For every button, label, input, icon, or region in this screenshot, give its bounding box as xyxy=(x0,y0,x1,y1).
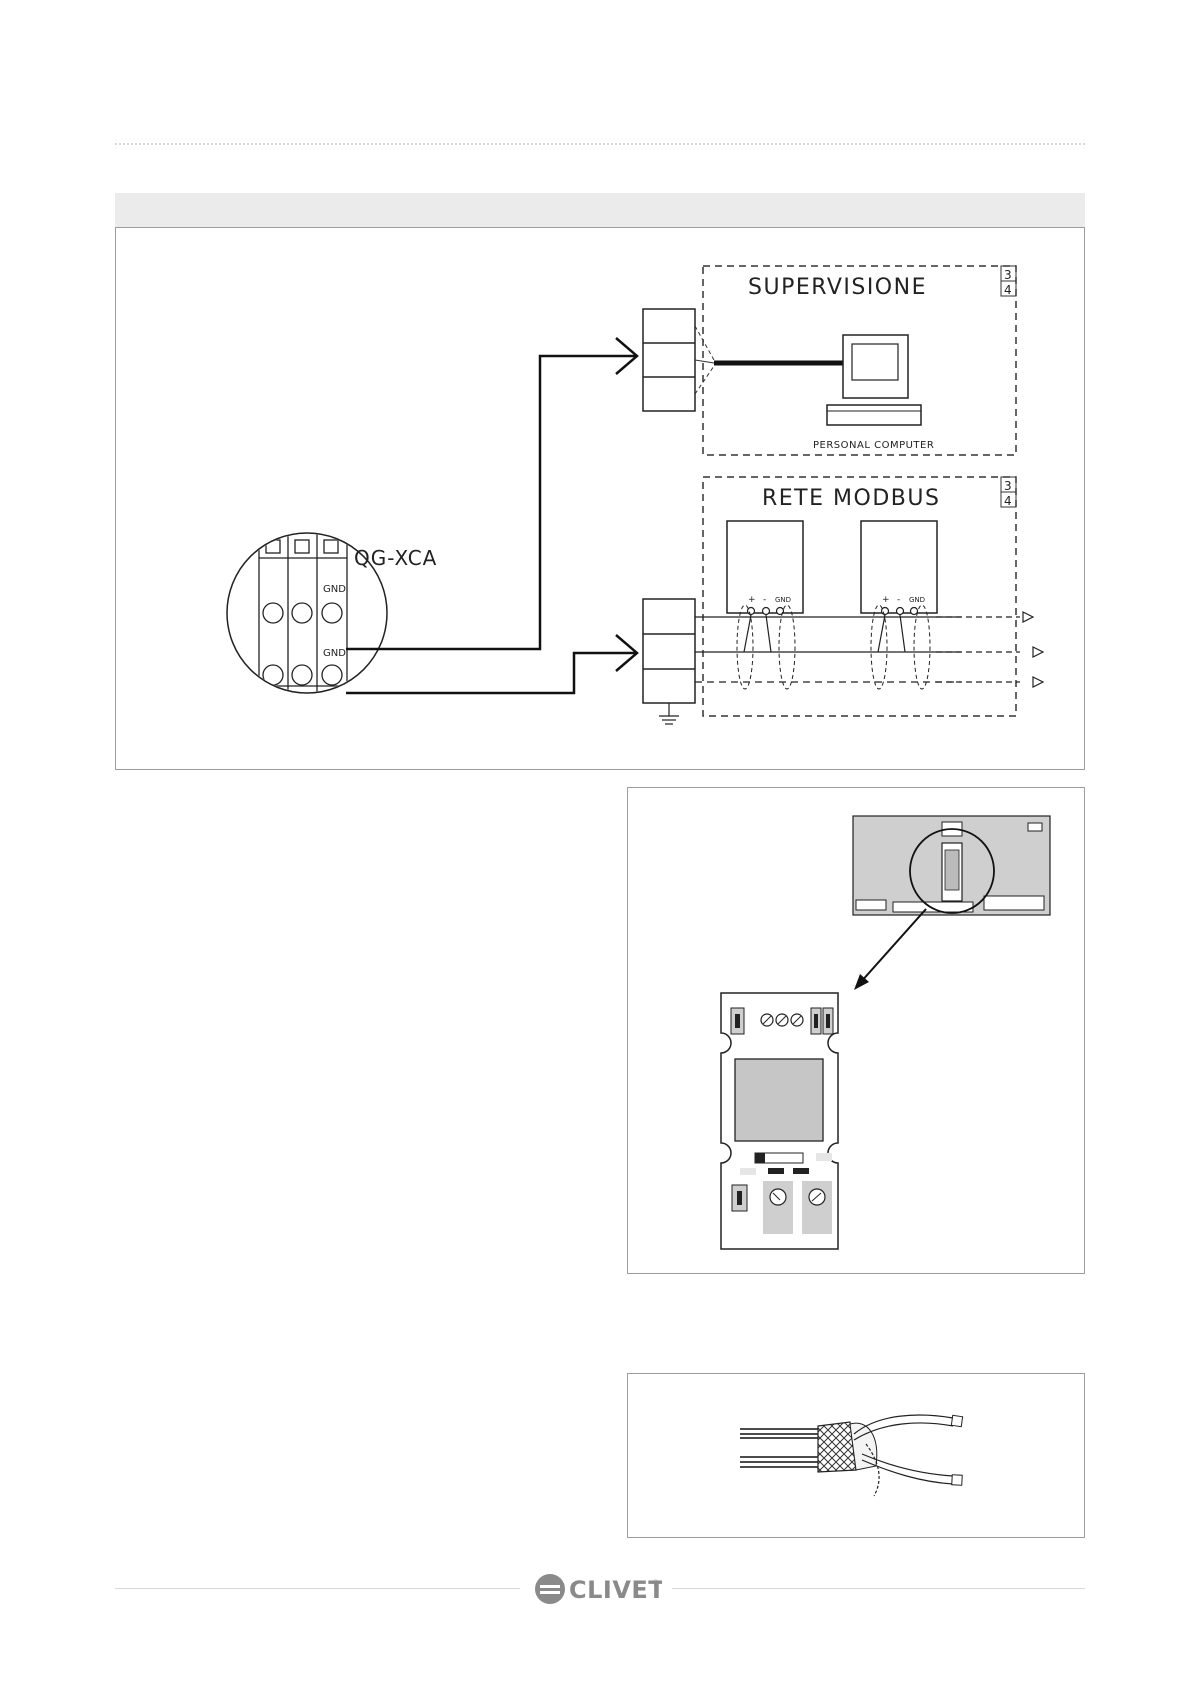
device-1-plus: + xyxy=(748,595,756,605)
clivet-registered-mark: ® xyxy=(652,1579,659,1587)
board-detail-frame xyxy=(627,787,1085,1274)
footer-rule-left xyxy=(115,1588,520,1589)
clivet-logo: CLIVET ® xyxy=(532,1569,662,1609)
wire-tip-upper xyxy=(951,1415,962,1426)
page-ref-3-lower: 3 xyxy=(1004,479,1012,493)
shielded-cable-illustration xyxy=(628,1374,1083,1536)
device-1-gnd: GND xyxy=(775,596,791,604)
footer-rule-right xyxy=(672,1588,1085,1589)
board-detail-illustration xyxy=(628,788,1083,1272)
modbus-title: RETE MODBUS xyxy=(762,486,940,511)
device-2-minus: - xyxy=(897,595,900,605)
supervision-connector xyxy=(643,309,695,411)
computer-icon xyxy=(827,335,921,425)
cable-detail-frame xyxy=(627,1373,1085,1538)
device-1-minus: - xyxy=(763,595,766,605)
terminal-label: QG-XCA xyxy=(354,546,437,570)
modbus-wire xyxy=(346,653,637,693)
supervision-title: SUPERVISIONE xyxy=(748,275,927,300)
device-2-gnd: GND xyxy=(909,596,925,604)
clivet-wordmark: CLIVET xyxy=(569,1576,662,1604)
terminal-gnd-1: GND xyxy=(323,584,346,595)
wire-tip-lower xyxy=(952,1475,963,1486)
modbus-connector xyxy=(643,599,695,703)
supervision-wire xyxy=(346,356,637,649)
clivet-logo-icon xyxy=(535,1574,565,1604)
interface-module xyxy=(721,993,838,1249)
wiring-diagram-frame: 3 4 SUPERVISIONE PERSONAL COMPUTER 3 4 R… xyxy=(115,227,1085,770)
page-ref-3-upper: 3 xyxy=(1004,268,1012,282)
page-ref-4-lower: 4 xyxy=(1004,494,1012,508)
section-header-band xyxy=(115,193,1085,227)
pc-label: PERSONAL COMPUTER xyxy=(813,440,934,451)
header-dotted-rule xyxy=(115,143,1085,145)
device-2-plus: + xyxy=(882,595,890,605)
page-ref-4-upper: 4 xyxy=(1004,283,1012,297)
ground-symbol xyxy=(659,703,679,724)
terminal-gnd-2: GND xyxy=(323,648,346,659)
wiring-diagram: 3 4 SUPERVISIONE PERSONAL COMPUTER 3 4 R… xyxy=(116,228,1083,768)
